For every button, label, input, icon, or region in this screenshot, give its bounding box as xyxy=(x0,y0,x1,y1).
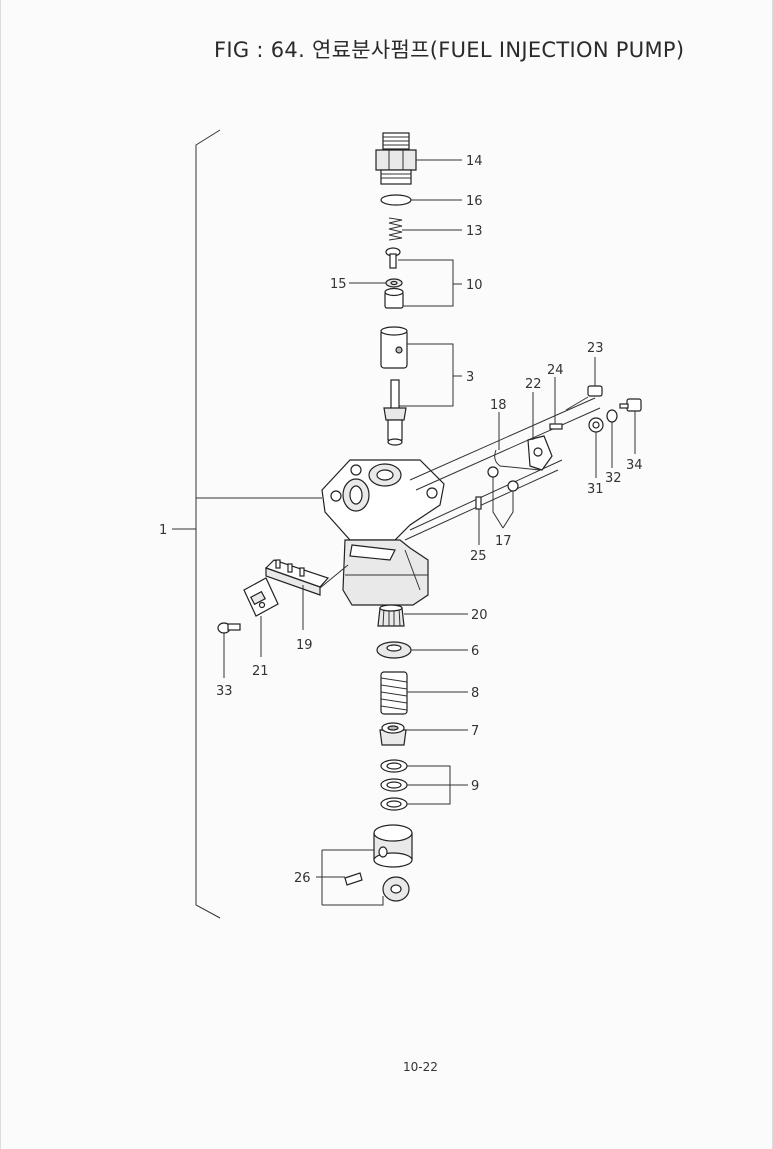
label-7: 7 xyxy=(471,724,479,739)
part-22-plate xyxy=(527,435,553,471)
part-9-shims xyxy=(380,759,408,811)
label-3: 3 xyxy=(466,370,474,385)
label-20: 20 xyxy=(471,608,488,623)
label-18: 18 xyxy=(490,398,507,413)
leader-17b xyxy=(502,491,514,529)
label-19: 19 xyxy=(296,638,313,653)
label-10: 10 xyxy=(466,278,483,293)
part-33-screw xyxy=(217,622,241,634)
label-34: 34 xyxy=(626,458,643,473)
fuel-pipes xyxy=(404,397,601,541)
assembly-bracket xyxy=(172,129,322,919)
label-23: 23 xyxy=(587,341,604,356)
page-title: FIG : 64. 연료분사펌프(FUEL INJECTION PUMP) xyxy=(214,38,685,62)
label-22: 22 xyxy=(525,377,542,392)
part-6-spring-seat xyxy=(376,641,412,659)
leader-17a xyxy=(492,477,504,529)
part-18-wire xyxy=(494,449,541,471)
label-17: 17 xyxy=(495,534,512,549)
label-32: 32 xyxy=(605,471,622,486)
label-31: 31 xyxy=(587,482,604,497)
part-24-pin xyxy=(549,423,563,430)
part-32-washer xyxy=(606,409,618,423)
leader-26b xyxy=(322,896,384,906)
label-14: 14 xyxy=(466,154,483,169)
part-13-spring xyxy=(388,217,403,241)
pump-housing xyxy=(321,459,445,606)
label-24: 24 xyxy=(547,363,564,378)
label-9: 9 xyxy=(471,779,479,794)
part-25-pin xyxy=(475,496,482,510)
label-6: 6 xyxy=(471,644,479,659)
label-25: 25 xyxy=(470,549,487,564)
label-1: 1 xyxy=(159,523,167,538)
part-26-tappet xyxy=(344,824,413,902)
label-26: 26 xyxy=(294,871,311,886)
part-20-pinion xyxy=(377,604,405,627)
part-34-bolt xyxy=(619,398,642,412)
label-21: 21 xyxy=(252,664,269,679)
part-10-delivery-valve xyxy=(384,247,404,309)
part-8-plunger-spring xyxy=(380,671,408,715)
part-19-control-rack xyxy=(264,559,349,596)
part-3-plunger-barrel xyxy=(380,326,408,446)
label-8: 8 xyxy=(471,686,479,701)
bracket-3 xyxy=(399,343,454,407)
label-15: 15 xyxy=(330,277,347,292)
part-7-lower-spring-seat xyxy=(379,722,407,746)
page-number: 10-22 xyxy=(403,1060,438,1074)
label-16: 16 xyxy=(466,194,483,209)
label-33: 33 xyxy=(216,684,233,699)
part-14-delivery-valve-holder xyxy=(375,132,417,185)
part-21-cover-plate xyxy=(243,577,279,617)
part-23-bolt xyxy=(565,385,603,411)
label-13: 13 xyxy=(466,224,483,239)
bracket-10 xyxy=(398,259,454,307)
part-16-o-ring xyxy=(380,194,412,206)
part-31-washer xyxy=(588,417,604,433)
